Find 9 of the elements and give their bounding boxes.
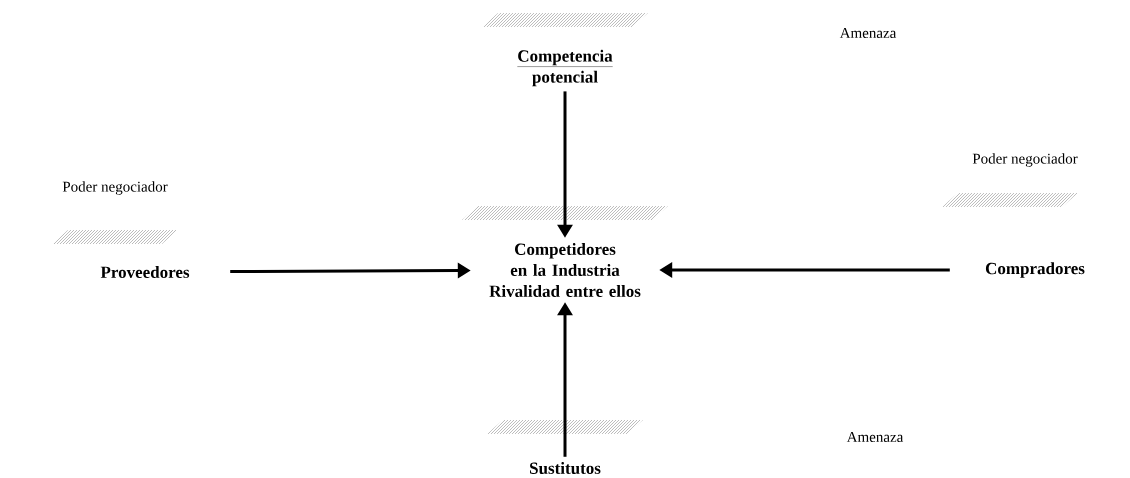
force-note: Amenaza [846, 431, 904, 442]
force-label: Sustitutos [530, 462, 601, 474]
force-note: Poder negociador [62, 181, 168, 195]
force-note: Amenaza [839, 27, 897, 38]
force-label: Competencia potencial [517, 49, 613, 87]
force-label: Competidores en la Industria Rivalidad entre ellos [489, 243, 641, 297]
force-label: Compradores [985, 262, 1085, 278]
force-note: Poder negociador [972, 153, 1078, 167]
force-label: Proveedores [100, 266, 190, 278]
